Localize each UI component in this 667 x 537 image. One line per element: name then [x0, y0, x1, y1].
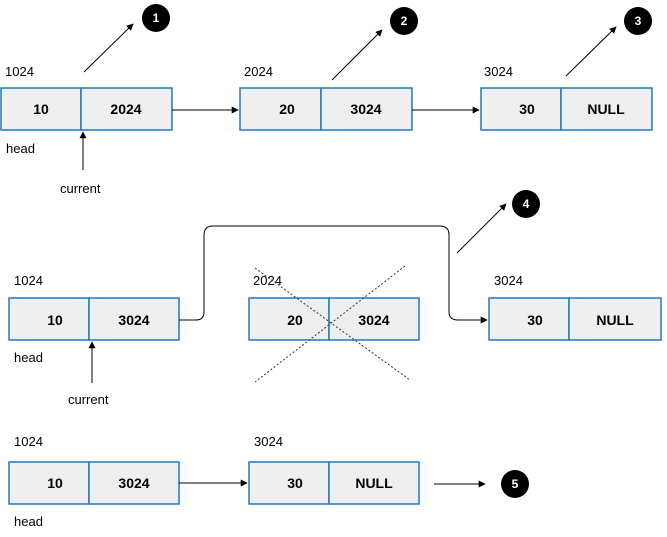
row2-node-2-deleted: 2024 20 3024	[248, 265, 420, 383]
step-4-badge	[512, 190, 540, 218]
node-1-next: 2024	[110, 101, 141, 117]
step-4-number: 4	[523, 197, 530, 211]
row3-node-1: 1024 10 3024	[8, 434, 180, 505]
step-3-badge	[624, 7, 652, 35]
current-label: current	[60, 181, 101, 196]
node-2-data-cell	[239, 87, 322, 131]
step-2-number: 2	[401, 14, 408, 28]
node-2: 2024 20 3024	[239, 64, 413, 131]
row2-node-3-next-cell	[568, 297, 662, 341]
head-label: head	[6, 141, 35, 156]
row2-node-2-next-cell	[328, 297, 420, 341]
row2-node-1-data-cell	[8, 297, 90, 341]
row3-head-label: head	[14, 514, 43, 529]
row2-node-2-next: 3024	[358, 312, 389, 328]
node-3-address: 3024	[484, 64, 513, 79]
row3-node-1-data-cell	[8, 461, 90, 505]
node-1-address: 1024	[5, 64, 34, 79]
row2-node-3-data-cell	[488, 297, 570, 341]
node-3-data-cell	[480, 87, 562, 131]
row3-node-1-address: 1024	[14, 434, 43, 449]
step-1-number: 1	[153, 11, 160, 25]
node-1-data: 10	[33, 101, 49, 117]
row2-node-1-address: 1024	[14, 273, 43, 288]
row3-node-2: 3024 30 NULL	[248, 434, 420, 505]
step-5-badge	[501, 470, 529, 498]
node-1-data-cell	[0, 87, 82, 131]
row3-node-1-next: 3024	[118, 475, 149, 491]
node-2-next-cell	[320, 87, 413, 131]
row2-head-label: head	[14, 350, 43, 365]
step-1-badge	[142, 4, 170, 32]
node-2-data: 20	[279, 101, 295, 117]
node-3: 3024 30 NULL	[480, 64, 653, 131]
node-1-next-cell	[80, 87, 173, 131]
node-1: 1024 10 2024	[0, 64, 173, 131]
row3-node-2-next: NULL	[355, 475, 393, 491]
node-3-next: NULL	[587, 101, 625, 117]
row-1-initial-list: 1024 10 2024 2024 20 3024 3024 30 NULL h…	[0, 4, 653, 196]
step-2-arrow	[331, 29, 383, 81]
row2-current-label: current	[68, 392, 109, 407]
row2-node-2-data: 20	[287, 312, 303, 328]
row2-node-2-data-cell	[248, 297, 330, 341]
row2-node-2-address: 2024	[253, 273, 282, 288]
row3-node-2-address: 3024	[254, 434, 283, 449]
row3-node-2-next-cell	[328, 461, 420, 505]
row2-node-1-next-cell	[88, 297, 180, 341]
row2-node-3-address: 3024	[494, 273, 523, 288]
row-3-final-list: 1024 10 3024 3024 30 NULL head 5	[8, 434, 529, 529]
row3-node-1-next-cell	[88, 461, 180, 505]
row2-node-3: 3024 30 NULL	[488, 273, 662, 341]
row3-node-1-data: 10	[47, 475, 63, 491]
step-2-badge	[390, 7, 418, 35]
row2-node-1-next: 3024	[118, 312, 149, 328]
step-4-arrow	[456, 203, 507, 254]
node-2-next: 3024	[350, 101, 381, 117]
row3-node-2-data-cell	[248, 461, 330, 505]
row2-node-3-data: 30	[527, 312, 543, 328]
step-1-arrow	[83, 23, 134, 73]
row3-node-2-data: 30	[287, 475, 303, 491]
node-3-next-cell	[560, 87, 653, 131]
step-3-arrow	[565, 26, 617, 77]
node-3-data: 30	[519, 101, 535, 117]
row2-node-1: 1024 10 3024	[8, 273, 180, 341]
node-2-address: 2024	[244, 64, 273, 79]
step-3-number: 3	[635, 14, 642, 28]
row2-node-3-next: NULL	[596, 312, 634, 328]
step-5-number: 5	[512, 477, 519, 491]
row2-node-1-data: 10	[47, 312, 63, 328]
row-2-deletion-list: 1024 10 3024 2024 20 3024 3024 30 NULL h…	[8, 190, 662, 407]
bypass-link-node-1-to-node-3	[179, 225, 488, 324]
